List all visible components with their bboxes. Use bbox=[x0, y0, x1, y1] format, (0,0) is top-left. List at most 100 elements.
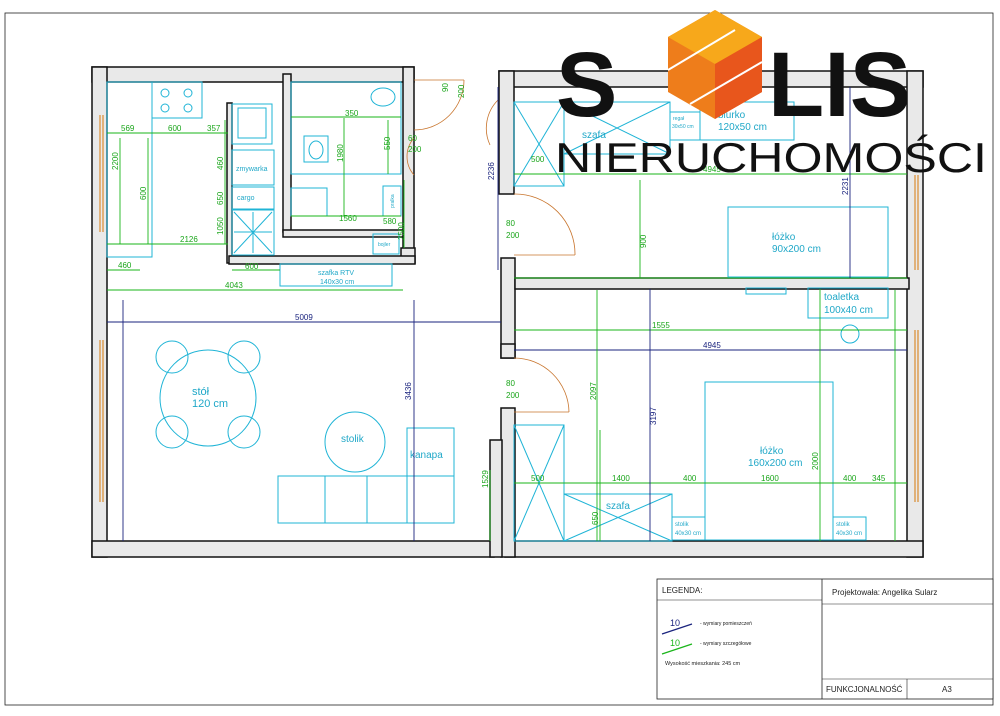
shelf-size: 30x50 cm bbox=[672, 124, 694, 130]
boiler-label: bojler bbox=[378, 242, 391, 248]
svg-text:90: 90 bbox=[441, 83, 450, 92]
dimension-labels: 569 600 357 2126 460 600 4043 5009 3436 … bbox=[111, 109, 886, 525]
legend-item2-num: 10 bbox=[670, 638, 680, 648]
logo-letter-s: S bbox=[556, 34, 617, 136]
legend-item1-num: 10 bbox=[670, 618, 680, 628]
logo-subtitle: NIERUCHOMOŚCI bbox=[555, 133, 987, 181]
tv-size: 140x30 cm bbox=[320, 279, 354, 286]
svg-text:80: 80 bbox=[506, 379, 515, 388]
svg-text:900: 900 bbox=[639, 234, 648, 248]
dimension-lines bbox=[107, 87, 907, 541]
big-bed-size: 160x200 cm bbox=[748, 458, 802, 469]
svg-text:1050: 1050 bbox=[216, 217, 225, 235]
svg-text:1529: 1529 bbox=[481, 470, 490, 488]
door-labels: 90 200 60 200 80 200 80 200 bbox=[408, 83, 520, 400]
svg-text:1555: 1555 bbox=[652, 321, 670, 330]
svg-text:1400: 1400 bbox=[612, 474, 630, 483]
cargo-label: cargo bbox=[237, 195, 255, 202]
table-label: stół bbox=[192, 386, 210, 398]
svg-text:600: 600 bbox=[168, 124, 182, 133]
svg-text:600: 600 bbox=[139, 186, 148, 200]
svg-text:350: 350 bbox=[345, 109, 359, 118]
svg-text:1560: 1560 bbox=[339, 214, 357, 223]
small-bed-size: 90x200 cm bbox=[772, 244, 821, 255]
doors bbox=[406, 79, 576, 413]
tv-cabinet: szafka RTV 140x30 cm bbox=[279, 263, 393, 287]
svg-text:357: 357 bbox=[207, 124, 221, 133]
svg-text:500: 500 bbox=[531, 155, 545, 164]
svg-text:580: 580 bbox=[383, 217, 397, 226]
svg-text:200: 200 bbox=[408, 145, 422, 154]
svg-text:200: 200 bbox=[506, 231, 520, 240]
small-bed-label: łóżko bbox=[772, 232, 796, 243]
wardrobe-label: szafa bbox=[582, 130, 606, 141]
svg-text:1600: 1600 bbox=[761, 474, 779, 483]
legend-line-green bbox=[661, 643, 693, 655]
svg-text:345: 345 bbox=[872, 474, 886, 483]
master-bedroom: toaletka 100x40 cm łóżko 160x200 cm stol… bbox=[513, 287, 889, 542]
svg-text:400: 400 bbox=[683, 474, 697, 483]
svg-text:200: 200 bbox=[457, 84, 466, 98]
vanity-label: toaletka bbox=[824, 292, 859, 303]
svg-text:650: 650 bbox=[216, 191, 225, 205]
vanity-size: 100x40 cm bbox=[824, 305, 873, 316]
svg-text:460: 460 bbox=[118, 261, 132, 270]
coffee-table-label: stolik bbox=[341, 434, 365, 445]
nightstand-left-label: stolik bbox=[675, 522, 690, 528]
title-block: LEGENDA: 10 - wymiary pomieszczeń 10 - w… bbox=[656, 578, 994, 700]
dishwasher-label: zmywarka bbox=[236, 166, 268, 173]
hexagon-logo-icon bbox=[667, 10, 763, 119]
legend-item2-text: - wymiary szczegółowe bbox=[700, 641, 752, 647]
svg-text:2000: 2000 bbox=[811, 452, 820, 470]
washer-label: pralka bbox=[390, 194, 396, 208]
sofa-label: kanapa bbox=[410, 450, 443, 461]
wardrobe2-label: szafa bbox=[606, 501, 630, 512]
svg-text:650: 650 bbox=[591, 511, 600, 525]
desk-size: 120x50 cm bbox=[718, 122, 767, 133]
nightstand-right-size: 40x30 cm bbox=[836, 531, 862, 537]
sheet-frame bbox=[4, 12, 994, 706]
table-size: 120 cm bbox=[192, 398, 228, 410]
windows bbox=[99, 115, 919, 502]
svg-text:400: 400 bbox=[843, 474, 857, 483]
svg-text:60: 60 bbox=[408, 134, 417, 143]
svg-text:4945: 4945 bbox=[703, 341, 721, 350]
svg-text:2231: 2231 bbox=[841, 177, 850, 195]
sheet-size: A3 bbox=[942, 685, 952, 694]
svg-text:5009: 5009 bbox=[295, 313, 313, 322]
svg-text:500: 500 bbox=[531, 474, 545, 483]
logo-letters-lis: LIS bbox=[768, 34, 911, 136]
sheet-name: FUNKCJONALNOŚĆ bbox=[826, 685, 903, 694]
svg-text:600: 600 bbox=[245, 262, 259, 271]
nightstand-right-label: stolik bbox=[836, 522, 851, 528]
living-area: stół 120 cm stolik kanapa bbox=[155, 340, 455, 524]
svg-text:80: 80 bbox=[506, 219, 515, 228]
legend-item1-text: - wymiary pomieszczeń bbox=[700, 621, 752, 627]
big-bed-label: łóżko bbox=[760, 446, 784, 457]
nightstand-left-size: 40x30 cm bbox=[675, 531, 701, 537]
svg-text:460: 460 bbox=[216, 156, 225, 170]
legend-line-blue bbox=[661, 623, 693, 635]
desk-label: biurko bbox=[718, 110, 746, 121]
legend-title: LEGENDA: bbox=[662, 586, 702, 595]
svg-text:2126: 2126 bbox=[180, 235, 198, 244]
svg-text:2097: 2097 bbox=[589, 382, 598, 400]
svg-text:550: 550 bbox=[383, 136, 392, 150]
svg-text:3436: 3436 bbox=[404, 382, 413, 400]
tv-label: szafka RTV bbox=[318, 270, 354, 277]
svg-text:4945: 4945 bbox=[703, 165, 721, 174]
svg-text:2236: 2236 bbox=[487, 162, 496, 180]
svg-text:569: 569 bbox=[121, 124, 135, 133]
small-bedroom: szafa regał 30x50 cm biurko 120x50 cm łó… bbox=[513, 101, 889, 278]
company-logo: S LIS NIERUCHOMOŚCI bbox=[555, 10, 987, 181]
kitchen: zmywarka cargo bbox=[106, 81, 275, 258]
shelf-label: regał bbox=[673, 116, 685, 122]
svg-text:1980: 1980 bbox=[336, 144, 345, 162]
bathroom: bojler pralka bbox=[290, 81, 402, 255]
apartment-height-note: Wysokość mieszkania: 245 cm bbox=[665, 661, 741, 667]
svg-text:3197: 3197 bbox=[649, 407, 658, 425]
svg-text:4043: 4043 bbox=[225, 281, 243, 290]
designer-credit: Projektowała: Angelika Sularz bbox=[832, 588, 937, 597]
